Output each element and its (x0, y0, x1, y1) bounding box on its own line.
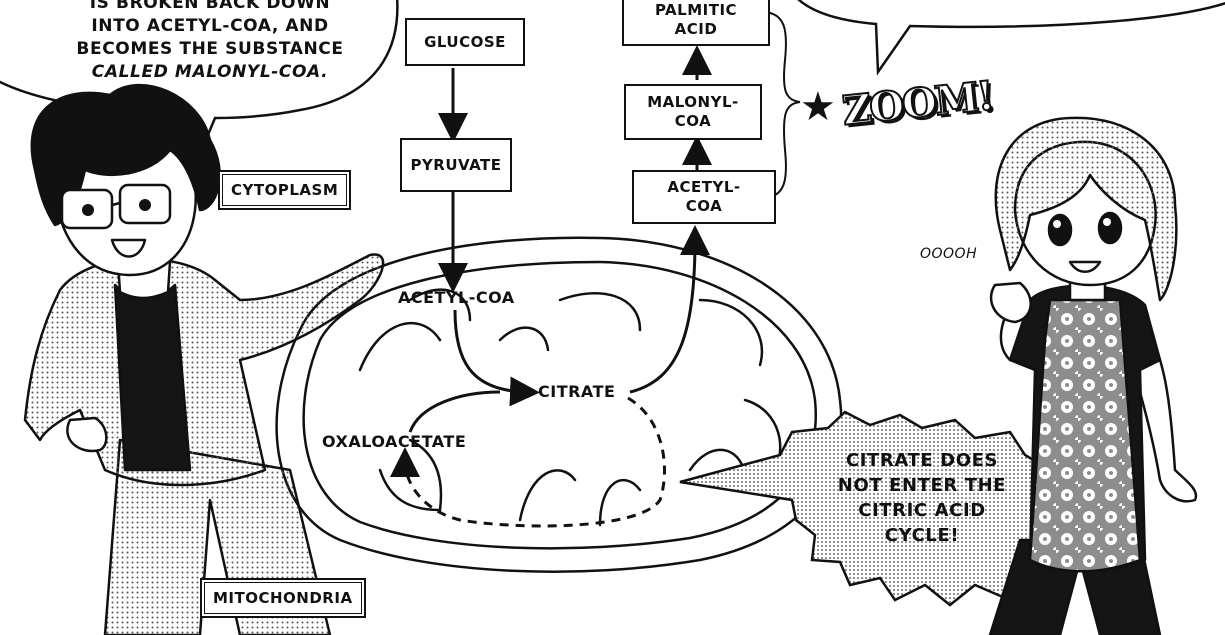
acetyl-top-line-2: CoA (685, 197, 723, 215)
cytoplasm-label-box: CYTOPLASM (218, 170, 352, 210)
left-bubble-line: IS BROKEN BACK DOWN (89, 0, 331, 13)
callout-line: CYCLE! (884, 525, 960, 546)
star-icon: ★ (800, 84, 837, 130)
palmitic-line-2: ACID (674, 20, 718, 38)
acetyl-coa-mito-label: ACETYL-CoA (398, 288, 515, 307)
glucose-label: GLUCOSE (424, 32, 506, 51)
pyruvate-box: PYRUVATE (400, 138, 512, 192)
left-bubble-text: IS BROKEN BACK DOWN INTO ACETYL-CoA, AND… (30, 0, 390, 84)
dashed-return-arrow (390, 396, 666, 528)
callout-line: CITRIC ACID (858, 500, 986, 521)
callout-line: NOT ENTER THE (837, 475, 1007, 496)
callout-line: CITRATE DOES (845, 450, 999, 471)
oxaloacetate-label: OXALOACETATE (322, 432, 467, 451)
palmitic-acid-box: PALMITIC ACID (622, 0, 770, 46)
cytoplasm-label: CYTOPLASM (222, 174, 348, 206)
zoom-bracket (764, 11, 801, 199)
glucose-box: GLUCOSE (405, 18, 525, 66)
malonyl-line-2: CoA (674, 112, 712, 130)
palmitic-line-1: PALMITIC (654, 1, 738, 19)
mitochondria-label-box: MITOCHONDRIA (200, 578, 366, 618)
callout-text: CITRATE DOES NOT ENTER THE CITRIC ACID C… (812, 448, 1032, 548)
pyruvate-label: PYRUVATE (410, 155, 502, 174)
malonyl-coa-box: MALONYL- CoA (624, 84, 762, 140)
left-bubble-line: CALLED MALONYL-CoA. (91, 62, 329, 82)
girl-character (988, 116, 1198, 635)
left-bubble-line: BECOMES THE SUBSTANCE (76, 39, 344, 59)
pathway-arrows (408, 45, 712, 433)
citrate-label: CITRATE (538, 382, 616, 401)
malonyl-line-1: MALONYL- (647, 93, 739, 111)
ooooh-sfx: OOOOH (920, 246, 978, 262)
acetyl-coa-top-box: ACETYL- CoA (632, 170, 776, 224)
left-bubble-line: INTO ACETYL-CoA, AND (91, 16, 329, 36)
mitochondria-label: MITOCHONDRIA (204, 582, 362, 614)
boy-character (23, 84, 385, 635)
right-speech-bubble (797, 0, 1225, 76)
acetyl-top-line-1: ACETYL- (667, 178, 741, 196)
